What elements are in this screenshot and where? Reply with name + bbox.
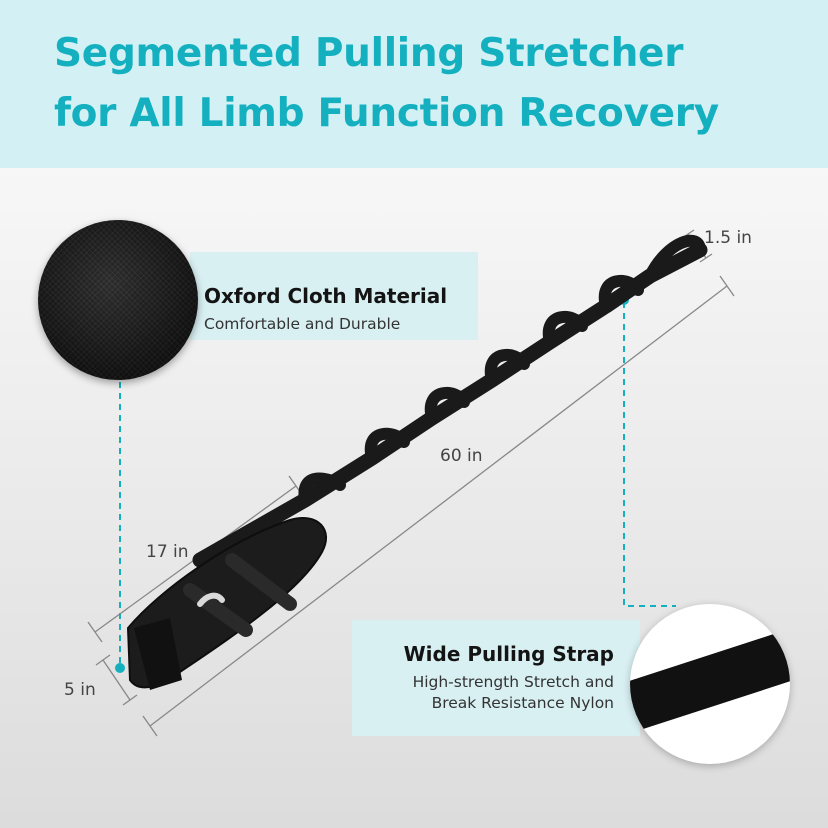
strap-loop-3 [424,387,470,424]
leader-lines [119,302,676,664]
strap-closeup-band [630,620,790,742]
dim-label-17in: 17 in [146,542,189,562]
foot-cross-strap-a [183,583,253,637]
oxford-callout-title: Oxford Cloth Material [204,284,448,308]
strap-loop-1 [298,472,346,506]
oxford-leader-dot [115,663,125,673]
page-title-line1: Segmented Pulling Stretcher [54,31,684,76]
strap-leader-line [623,302,676,607]
strap-callout-subtitle-line1: High-strength Stretch and [412,673,614,691]
oxford-callout: Oxford Cloth Material Comfortable and Du… [190,252,478,340]
strap-loop-5 [542,311,588,348]
dim-label-60in: 60 in [440,446,483,466]
strap-callout-title: Wide Pulling Strap [403,642,614,666]
strap-loop-6 [598,275,644,312]
header-banner: Segmented Pulling Stretcher for All Limb… [0,0,828,168]
foot-cross-strap-b [225,553,297,611]
strap-loop-2 [364,427,410,464]
oxford-cloth-closeup [38,220,198,380]
strap-loop-4 [484,349,530,386]
dim-label-5in: 5 in [64,680,96,700]
dim-label-1-5in: 1.5 in [704,228,752,248]
strap-callout-subtitle: High-strength Stretch and Break Resistan… [413,672,614,714]
segmented-strap [192,234,708,568]
dim-line-60in [149,285,728,727]
oxford-callout-subtitle: Comfortable and Durable [204,315,401,333]
strap-callout: Wide Pulling Strap High-strength Stretch… [352,620,640,736]
page-title-line2: for All Limb Function Recovery [54,91,719,136]
foot-slot [197,592,225,607]
strap-end-loop [644,234,706,282]
strap-closeup [630,604,790,764]
strap-callout-subtitle-line2: Break Resistance Nylon [431,693,614,712]
dim-line-5in [102,659,131,701]
foot-heel-strap [134,618,182,690]
foot-piece [126,517,328,690]
